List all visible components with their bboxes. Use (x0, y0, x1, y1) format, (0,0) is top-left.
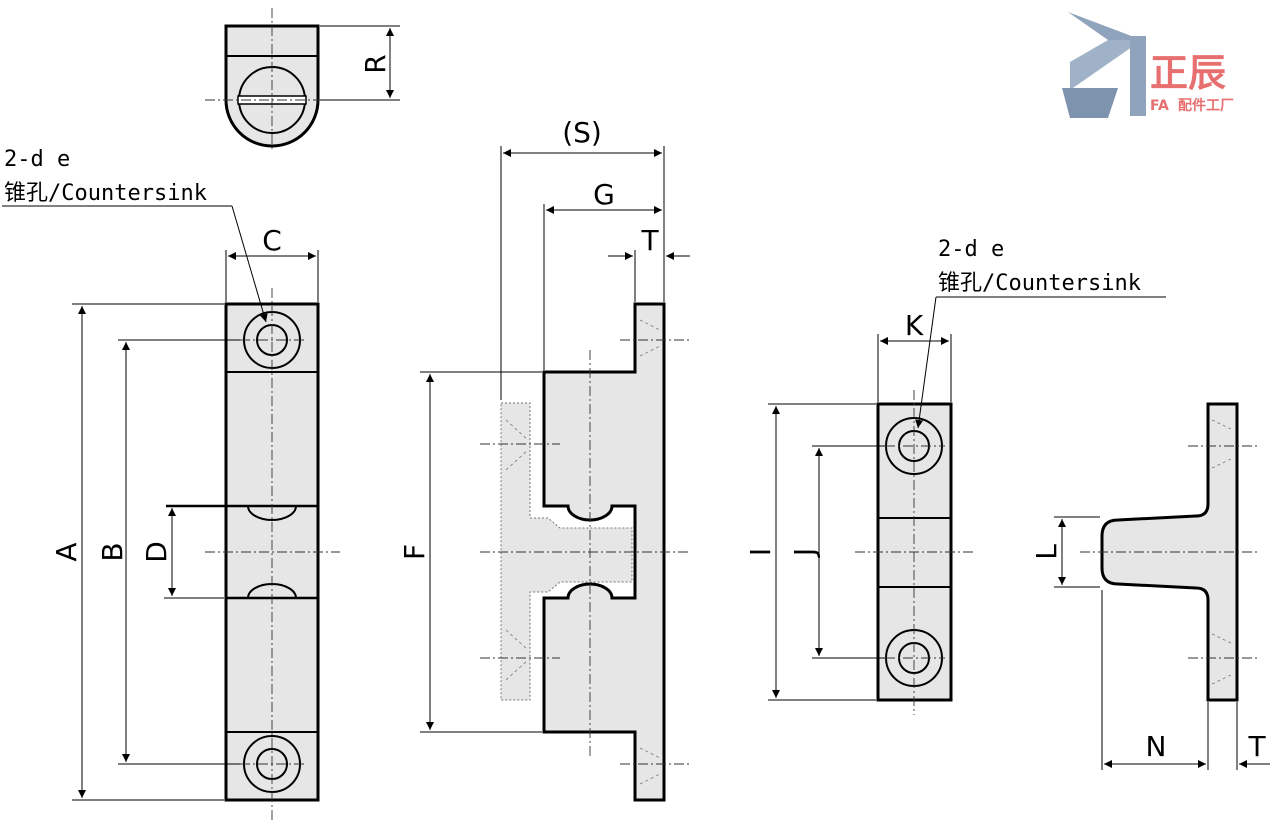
top-view: R (205, 8, 400, 150)
dim-label-B: B (96, 542, 129, 561)
logo-sub-text: 配件工厂 (1178, 97, 1234, 114)
dim-label-T-side: T (640, 224, 659, 257)
dim-label-D: D (140, 541, 173, 563)
dim-label-S: (S) (562, 116, 602, 149)
dim-label-F: F (398, 544, 431, 560)
dim-label-T-strike: T (1247, 730, 1266, 763)
logo-fa-text: FA (1150, 98, 1169, 114)
dim-label-K: K (905, 309, 924, 342)
logo-chinese-text: 正辰 (1150, 51, 1226, 95)
dim-label-I: I (744, 548, 777, 556)
left-front-view: C A B D 2-d e 锥孔/Countersink (2, 147, 340, 820)
strike-hole-note-line2: 锥孔/Countersink (938, 271, 1141, 296)
brand-logo: 正辰 FA 配件工厂 (1062, 12, 1234, 118)
dim-label-A: A (50, 542, 83, 561)
strike-front-view: K I J 2-d e 锥孔/Countersink (744, 237, 1166, 715)
dim-label-L: L (1030, 544, 1063, 560)
dim-label-G: G (593, 178, 615, 211)
hole-note-line2: 锥孔/Countersink (4, 181, 207, 206)
dim-label-C: C (262, 224, 282, 257)
side-view: (S) G T F (398, 116, 690, 802)
dim-label-R: R (359, 54, 392, 73)
strike-side-view: L N T (1030, 402, 1270, 770)
strike-hole-note-line1: 2-d e (938, 237, 1004, 262)
dim-label-J: J (788, 548, 821, 558)
hole-note-line1: 2-d e (4, 147, 70, 172)
dim-label-N: N (1146, 730, 1167, 763)
